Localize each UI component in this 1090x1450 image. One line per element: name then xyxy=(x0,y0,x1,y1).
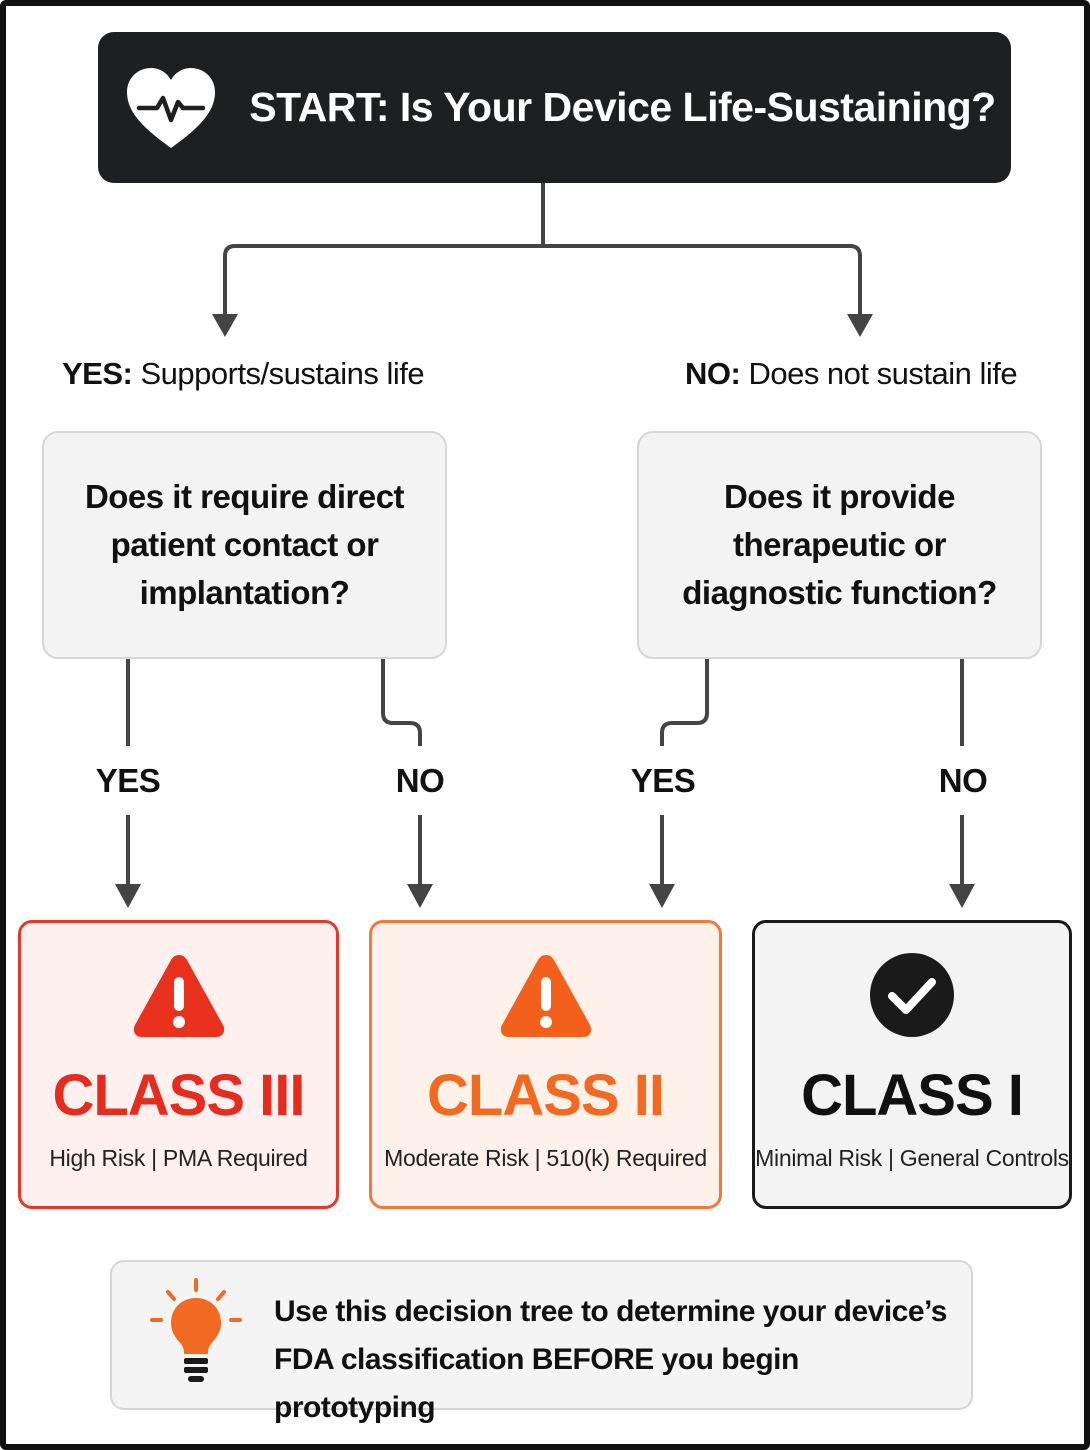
class-iii-name: CLASS III xyxy=(52,1063,305,1128)
class-i-card: CLASS I Minimal Risk | General Controls xyxy=(752,920,1072,1209)
branch-no-prefix: NO: xyxy=(685,356,741,391)
arrow-yes-branch xyxy=(212,314,238,337)
class-iii-subtitle: High Risk | PMA Required xyxy=(49,1145,308,1171)
arrow-no-branch xyxy=(847,314,873,337)
branch-yes-prefix: YES: xyxy=(62,356,133,391)
tip-text: Use this decision tree to determine your… xyxy=(274,1295,947,1424)
branch-label-yes: YES: Supports/sustains life xyxy=(62,352,425,396)
class-iii-card: CLASS III High Risk | PMA Required xyxy=(18,920,339,1209)
right-yes-connector-top xyxy=(660,659,709,746)
checkmark-icon xyxy=(870,953,954,1037)
heart-pulse-icon xyxy=(127,67,216,148)
branch-label-no: NO: Does not sustain life xyxy=(685,352,1018,396)
class-ii-card: CLASS II Moderate Risk | 510(k) Required xyxy=(369,920,722,1209)
question-box-left: Does it require direct patient contact o… xyxy=(42,431,447,659)
tip-box: Use this decision tree to determine your… xyxy=(110,1260,973,1424)
class-i-name: CLASS I xyxy=(801,1063,1024,1128)
warning-icon xyxy=(133,955,224,1037)
answer-left-no: NO xyxy=(395,762,445,799)
arrow-class-ii-from-left xyxy=(407,884,433,908)
start-question: START: Is Your Device Life-Sustaining? xyxy=(249,84,996,130)
question-left-text: Does it require direct patient contact o… xyxy=(84,478,405,611)
branch-yes-text: Supports/sustains life xyxy=(140,356,425,391)
start-box: START: Is Your Device Life-Sustaining? xyxy=(98,32,1011,183)
question-right-text: Does it provide therapeutic or diagnosti… xyxy=(682,478,997,611)
branch-no-text: Does not sustain life xyxy=(748,356,1018,391)
lightbulb-icon xyxy=(150,1278,242,1382)
answer-right-no: NO xyxy=(938,762,988,799)
answer-left-yes: YES xyxy=(95,762,161,799)
class-ii-name: CLASS II xyxy=(427,1063,665,1128)
class-ii-subtitle: Moderate Risk | 510(k) Required xyxy=(384,1145,707,1171)
arrow-class-iii xyxy=(115,884,141,908)
start-connector xyxy=(223,183,862,316)
arrow-class-ii-from-right xyxy=(649,884,675,908)
answer-right-yes: YES xyxy=(630,762,696,799)
arrow-class-i xyxy=(949,884,975,908)
class-i-subtitle: Minimal Risk | General Controls xyxy=(755,1145,1069,1171)
warning-icon xyxy=(500,955,591,1037)
question-box-right: Does it provide therapeutic or diagnosti… xyxy=(637,431,1042,659)
left-no-connector-top xyxy=(381,659,422,746)
